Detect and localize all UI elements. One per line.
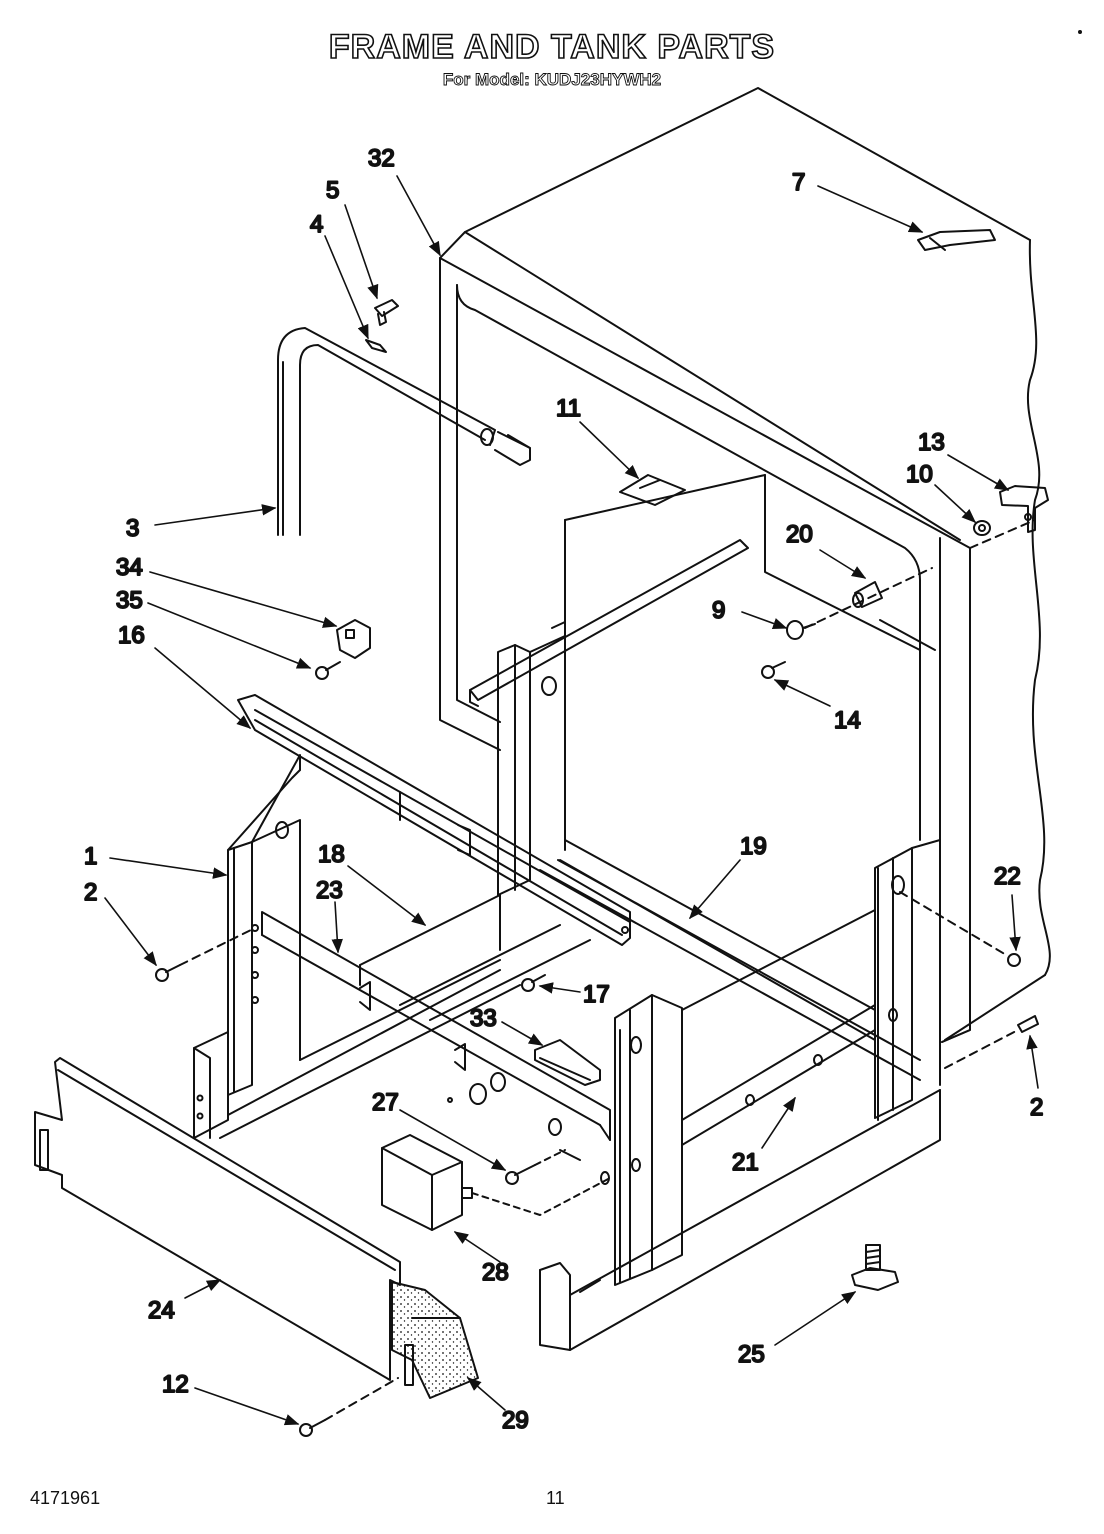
right-front-upright xyxy=(874,839,941,1121)
document-number: 4171961 xyxy=(30,1488,101,1508)
callout-11: 11 xyxy=(556,395,581,422)
screw-part-14 xyxy=(761,661,786,679)
screw-part-17 xyxy=(521,974,546,992)
bracket-part-11 xyxy=(619,474,686,506)
base-tub-part-18 xyxy=(359,894,591,1021)
callout-labels: 32 5 4 7 11 13 10 20 9 14 3 34 35 16 1 2… xyxy=(83,144,1044,1435)
electrical-box-part-28 xyxy=(381,1134,611,1231)
callout-7: 7 xyxy=(792,169,805,196)
callout-35: 35 xyxy=(116,587,143,614)
clip-part-7 xyxy=(917,229,996,251)
callout-2-left: 2 xyxy=(84,879,97,906)
callout-22: 22 xyxy=(994,863,1021,890)
callout-5: 5 xyxy=(326,177,339,204)
callout-23: 23 xyxy=(316,877,343,904)
front-top-rail-part-16 xyxy=(237,694,631,946)
screw-part-35 xyxy=(315,661,341,680)
screw-part-27 xyxy=(505,1149,566,1185)
callout-4: 4 xyxy=(310,211,323,238)
callout-14: 14 xyxy=(834,707,861,734)
insulation-part-29 xyxy=(391,1281,479,1399)
callout-3: 3 xyxy=(126,515,139,542)
tank-part-32 xyxy=(439,87,1051,1081)
callout-32: 32 xyxy=(368,145,395,172)
callout-16: 16 xyxy=(118,622,145,649)
left-side-frame-part-1 xyxy=(193,754,521,1139)
callout-27: 27 xyxy=(372,1089,399,1116)
screw-part-12 xyxy=(299,1377,399,1437)
cap-part-5 xyxy=(374,299,399,326)
callout-21: 21 xyxy=(732,1149,759,1176)
front-base-rail-part-21 xyxy=(539,1004,941,1351)
page-title: FRAME AND TANK PARTS xyxy=(328,27,776,67)
nut-part-10 xyxy=(973,520,991,536)
callout-10: 10 xyxy=(906,461,933,488)
callout-1: 1 xyxy=(84,843,97,870)
screw-part-2-left xyxy=(155,927,256,982)
vent-tube-part-3 xyxy=(277,327,531,536)
callout-2-right: 2 xyxy=(1030,1094,1043,1121)
callout-17: 17 xyxy=(583,981,610,1008)
frame-inner-rails xyxy=(559,619,936,1041)
callout-13: 13 xyxy=(918,429,945,456)
screw-part-2-right xyxy=(944,1015,1039,1069)
callout-20: 20 xyxy=(786,521,813,548)
callout-24: 24 xyxy=(148,1297,175,1324)
hinge-dash-line xyxy=(969,519,1036,549)
callout-19: 19 xyxy=(740,833,767,860)
callout-34: 34 xyxy=(116,554,143,581)
front-cross-brace-part-23 xyxy=(261,911,611,1185)
leveling-leg-part-25 xyxy=(851,1244,899,1291)
screw-part-9 xyxy=(786,620,816,640)
callout-29: 29 xyxy=(502,1407,529,1434)
screw-part-22 xyxy=(899,891,1021,967)
lower-rack-rail xyxy=(469,539,749,707)
callout-25: 25 xyxy=(738,1341,765,1368)
pad-part-33 xyxy=(534,1039,601,1086)
model-subtitle: For Model: KUDJ23HYWH2 xyxy=(442,70,662,90)
callout-9: 9 xyxy=(712,597,725,624)
callout-33: 33 xyxy=(470,1005,497,1032)
callout-28: 28 xyxy=(482,1259,509,1286)
leader-arrows xyxy=(104,175,1039,1426)
corner-mark xyxy=(1078,30,1082,34)
front-right-upright xyxy=(614,994,683,1286)
hinge-bracket-part-13 xyxy=(999,485,1049,533)
rear-upright-left xyxy=(497,621,566,896)
callout-18: 18 xyxy=(318,841,345,868)
page-number: 11 xyxy=(546,1488,565,1508)
latch-part-34 xyxy=(336,619,371,659)
callout-12: 12 xyxy=(162,1371,189,1398)
bushing-dash-line xyxy=(804,567,933,629)
toe-panel-part-24 xyxy=(34,1057,414,1386)
